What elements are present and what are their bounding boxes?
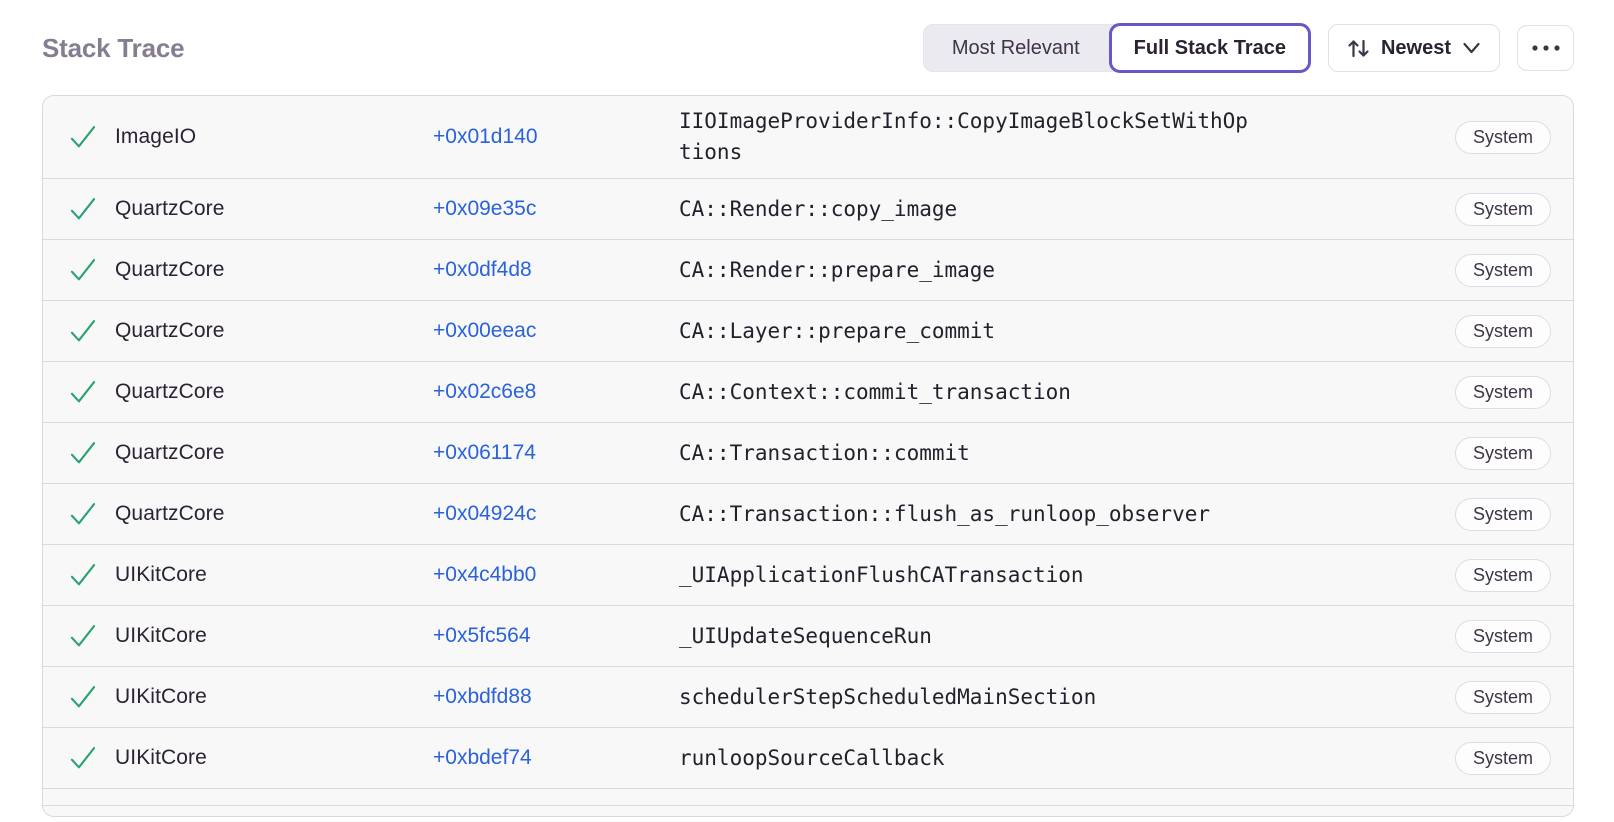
system-badge: System — [1454, 619, 1551, 653]
full-stack-trace-button[interactable]: Full Stack Trace — [1108, 23, 1311, 73]
most-relevant-button[interactable]: Most Relevant — [922, 24, 1135, 72]
function-name: CA::Context::commit_transaction — [679, 379, 1071, 404]
page-title: Stack Trace — [42, 32, 185, 63]
partial-row — [43, 789, 1573, 806]
system-badge: System — [1454, 558, 1551, 592]
frame-address-link[interactable]: +0x00eeac — [433, 319, 537, 342]
check-icon — [69, 683, 115, 711]
system-badge: System — [1454, 375, 1551, 409]
ellipsis-icon — [1531, 44, 1561, 52]
system-badge: System — [1454, 192, 1551, 226]
check-icon — [69, 123, 115, 151]
stack-trace-table: ImageIO +0x01d140 IIOImageProviderInfo::… — [42, 95, 1574, 817]
function-name: runloopSourceCallback — [679, 745, 945, 770]
function-name: _UIUpdateSequenceRun — [679, 623, 932, 648]
function-name: schedulerStepScheduledMainSection — [679, 684, 1097, 709]
frame-address-link[interactable]: +0x061174 — [433, 441, 536, 464]
function-name: CA::Transaction::flush_as_runloop_observ… — [679, 501, 1211, 526]
stack-frame-row[interactable]: ImageIO +0x01d140 IIOImageProviderInfo::… — [43, 96, 1573, 179]
system-badge: System — [1454, 253, 1551, 287]
stack-frame-row[interactable]: QuartzCore +0x04924c CA::Transaction::fl… — [43, 484, 1573, 545]
most-relevant-label: Most Relevant — [951, 36, 1080, 59]
check-icon — [69, 561, 115, 589]
module-name: QuartzCore — [115, 380, 225, 403]
frame-address-link[interactable]: +0x04924c — [433, 502, 537, 525]
check-icon — [69, 378, 115, 406]
stack-frame-row[interactable]: UIKitCore +0xbdef74 runloopSourceCallbac… — [43, 728, 1573, 789]
check-icon — [69, 500, 115, 528]
frame-address-link[interactable]: +0xbdef74 — [433, 746, 532, 769]
system-badge: System — [1454, 741, 1551, 775]
frame-address-link[interactable]: +0x02c6e8 — [433, 380, 537, 403]
stack-frame-row[interactable]: QuartzCore +0x02c6e8 CA::Context::commit… — [43, 362, 1573, 423]
partial-row — [43, 806, 1573, 816]
stack-trace-header: Stack Trace Most Relevant Full Stack Tra… — [42, 0, 1574, 73]
view-toggle: Most Relevant Full Stack Trace — [922, 23, 1311, 73]
frame-address-link[interactable]: +0x01d140 — [433, 125, 538, 148]
function-name: IIOImageProviderInfo::CopyImageBlockSetW… — [679, 109, 1248, 164]
function-name: CA::Layer::prepare_commit — [679, 318, 996, 343]
frame-address-link[interactable]: +0x0df4d8 — [433, 258, 532, 281]
module-name: UIKitCore — [115, 563, 207, 586]
check-icon — [69, 256, 115, 284]
system-badge: System — [1454, 497, 1551, 531]
module-name: QuartzCore — [115, 319, 225, 342]
stack-frame-row[interactable]: UIKitCore +0x4c4bb0 _UIApplicationFlushC… — [43, 545, 1573, 606]
check-icon — [69, 622, 115, 650]
check-icon — [69, 317, 115, 345]
frame-address-link[interactable]: +0x09e35c — [433, 197, 537, 220]
check-icon — [69, 195, 115, 223]
frame-address-link[interactable]: +0x4c4bb0 — [433, 563, 537, 586]
system-badge: System — [1454, 680, 1551, 714]
function-name: CA::Render::copy_image — [679, 196, 958, 221]
module-name: UIKitCore — [115, 685, 207, 708]
stack-frame-row[interactable]: UIKitCore +0xbdfd88 schedulerStepSchedul… — [43, 667, 1573, 728]
system-badge: System — [1454, 436, 1551, 470]
stack-frame-row[interactable]: QuartzCore +0x061174 CA::Transaction::co… — [43, 423, 1573, 484]
check-icon — [69, 744, 115, 772]
module-name: UIKitCore — [115, 624, 207, 647]
module-name: UIKitCore — [115, 746, 207, 769]
more-options-button[interactable] — [1517, 25, 1574, 71]
module-name: QuartzCore — [115, 258, 225, 281]
stack-frame-row[interactable]: QuartzCore +0x09e35c CA::Render::copy_im… — [43, 179, 1573, 240]
chevron-down-icon — [1462, 41, 1481, 55]
check-icon — [69, 439, 115, 467]
module-name: QuartzCore — [115, 502, 225, 525]
sort-label: Newest — [1380, 36, 1451, 59]
stack-frame-row[interactable]: UIKitCore +0x5fc564 _UIUpdateSequenceRun… — [43, 606, 1573, 667]
module-name: QuartzCore — [115, 441, 225, 464]
function-name: CA::Render::prepare_image — [679, 257, 996, 282]
sort-dropdown-button[interactable]: Newest — [1327, 24, 1500, 72]
system-badge: System — [1454, 120, 1551, 154]
module-name: QuartzCore — [115, 197, 225, 220]
system-badge: System — [1454, 314, 1551, 348]
header-controls: Most Relevant Full Stack Trace Newest — [922, 23, 1574, 73]
function-name: CA::Transaction::commit — [679, 440, 970, 465]
sort-arrows-icon — [1347, 37, 1370, 60]
function-name: _UIApplicationFlushCATransaction — [679, 562, 1084, 587]
full-stack-trace-label: Full Stack Trace — [1133, 36, 1286, 59]
module-name: ImageIO — [115, 125, 197, 148]
frame-address-link[interactable]: +0xbdfd88 — [433, 685, 532, 708]
stack-frame-row[interactable]: QuartzCore +0x00eeac CA::Layer::prepare_… — [43, 301, 1573, 362]
frame-address-link[interactable]: +0x5fc564 — [433, 624, 531, 647]
stack-frame-row[interactable]: QuartzCore +0x0df4d8 CA::Render::prepare… — [43, 240, 1573, 301]
